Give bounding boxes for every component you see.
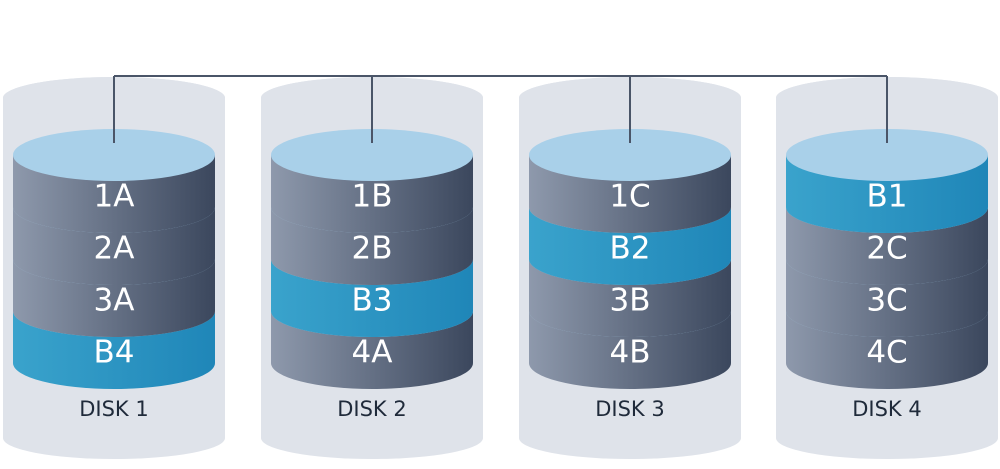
segment-top-face (13, 129, 215, 181)
segment-label: 3B (610, 283, 651, 319)
segment-label: 2A (94, 231, 135, 267)
segment-label: 1A (94, 179, 135, 215)
segment-top-face (786, 129, 988, 181)
segment-1c: 1C (529, 129, 731, 233)
segment-top-face (271, 129, 473, 181)
disk-1: B4 3A 2A 1A DISK 1 (3, 76, 225, 459)
segment-label: 3A (94, 283, 135, 319)
segment-top-face (529, 129, 731, 181)
disk-array: B4 3A 2A 1A DISK 1 4A B3 2B 1B DISK 2 4B 3B B2 1C DISK… (3, 76, 998, 459)
segment-label: 4C (866, 335, 907, 371)
disk-label: DISK 1 (79, 397, 149, 421)
segment-label: B3 (352, 283, 393, 319)
segment-1b: 1B (271, 129, 473, 233)
segment-label: 2B (352, 231, 393, 267)
disk-3: 4B 3B B2 1C DISK 3 (519, 76, 741, 459)
disk-2: 4A B3 2B 1B DISK 2 (261, 76, 483, 459)
disk-label: DISK 4 (852, 397, 922, 421)
segment-label: B2 (610, 231, 651, 267)
segment-label: B1 (867, 179, 908, 215)
disk-label: DISK 2 (337, 397, 407, 421)
segment-label: 2C (866, 231, 907, 267)
segment-1a: 1A (13, 129, 215, 233)
segment-b1: B1 (786, 129, 988, 233)
segment-label: B4 (94, 335, 135, 371)
segment-label: 3C (866, 283, 907, 319)
segment-label: 1C (609, 179, 650, 215)
disk-label: DISK 3 (595, 397, 665, 421)
segment-label: 4A (352, 335, 393, 371)
segment-label: 1B (352, 179, 393, 215)
segment-label: 4B (610, 335, 651, 371)
